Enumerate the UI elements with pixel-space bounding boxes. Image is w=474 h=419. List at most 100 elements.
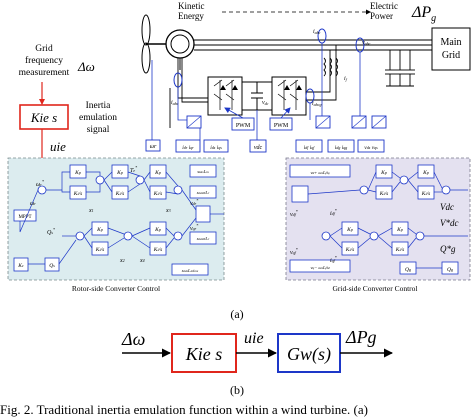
- svg-text:x1: x1: [88, 208, 94, 214]
- svg-text:PWM: PWM: [236, 123, 251, 129]
- svg-text:Ki/s: Ki/s: [421, 191, 430, 197]
- grid-frequency-label-2: frequency: [25, 55, 63, 66]
- v-dc-top-label: vdc: [262, 100, 269, 106]
- main-grid-label-2: Grid: [442, 50, 460, 61]
- svg-text:sωsσLr: sωsσLr: [197, 190, 210, 195]
- inertia-emulation-label-3: signal: [87, 125, 110, 135]
- dfig-generator-icon: [165, 29, 195, 70]
- rotor-current-block: idr iqr: [175, 139, 201, 153]
- delta-p-label: ΔPg: [411, 4, 436, 24]
- svg-text:ωr: ωr: [150, 144, 157, 150]
- grid-frequency-label: Grid: [35, 44, 53, 54]
- svg-text:V*dc: V*dc: [440, 218, 459, 228]
- svg-text:vdr*: vdr*: [190, 198, 198, 207]
- svg-text:Ki/s: Ki/s: [95, 247, 104, 253]
- grid-sensor-labels: idf iqf idg iqg vds vqs: [304, 145, 378, 151]
- i-abc-rotor-label: iabc: [171, 100, 179, 106]
- svg-text:ωr*: ωr*: [36, 179, 44, 188]
- grid-block-labels: vd+ ωsLfiq Kp Kp Ki/s Ki/s Kp Kp Ki/s Ki…: [311, 170, 453, 273]
- svg-text:Ki/s: Ki/s: [345, 247, 354, 253]
- sensor-block-omega: ωr: [145, 139, 161, 152]
- kinetic-energy-label-2: Energy: [178, 11, 204, 21]
- svg-text:Vdc: Vdc: [440, 202, 454, 212]
- svg-text:Qg: Qg: [447, 267, 453, 273]
- grid-small-labels: Vdc V*dc Q*g idf* iqf* vdf* vqf*: [290, 202, 459, 264]
- v-abc-label: vabc: [362, 40, 371, 46]
- pwm-block-2: PWM: [269, 117, 293, 131]
- pwm-block-1: PWM: [231, 117, 255, 131]
- kie-block-label: Kie s: [30, 110, 57, 125]
- svg-text:Qs*: Qs*: [47, 227, 55, 236]
- svg-text:Te*: Te*: [130, 165, 137, 174]
- svg-text:idf iqf: idf iqf: [304, 145, 316, 151]
- rotor-side-control-label: Rotor-side Converter Control: [72, 284, 160, 293]
- grid-sensor-diagonals: [315, 115, 387, 129]
- rotor-side-converter-icon: [207, 76, 243, 116]
- svg-text:Ki/s: Ki/s: [379, 191, 388, 197]
- svg-text:Qg: Qg: [405, 267, 411, 273]
- main-grid-label: Main: [440, 37, 461, 48]
- rotor-signal-wires: [19, 171, 224, 265]
- vdc-sensor-block: vdc: [249, 139, 267, 153]
- svg-text:iqf*: iqf*: [330, 255, 337, 264]
- svg-text:Kp: Kp: [116, 170, 123, 176]
- svg-text:Kp: Kp: [422, 170, 429, 176]
- kinetic-energy-label: Kinetic: [178, 1, 205, 11]
- kie-block: [19, 104, 69, 130]
- pwm-2-wire: [280, 107, 291, 119]
- svg-text:Ki/s: Ki/s: [115, 191, 124, 197]
- electric-power-label: Electric: [370, 1, 398, 11]
- svg-text:x3: x3: [165, 208, 171, 214]
- svg-text:ids iqs: ids iqs: [210, 145, 222, 151]
- svg-text:Kc: Kc: [17, 263, 24, 269]
- grid-signal-wires: [307, 171, 468, 269]
- part-a-label: (a): [230, 307, 243, 321]
- i-abc-stator-label: iabc: [313, 29, 321, 35]
- svg-text:Kp: Kp: [96, 227, 103, 233]
- svg-text:Kp: Kp: [154, 227, 161, 233]
- b-output-label: ΔPg: [345, 327, 377, 347]
- svg-text:Kp: Kp: [396, 227, 403, 233]
- svg-text:MPPT: MPPT: [18, 215, 31, 220]
- svg-text:vdc: vdc: [254, 145, 263, 151]
- svg-text:Ki/s: Ki/s: [153, 247, 162, 253]
- svg-text:Ki/s: Ki/s: [73, 191, 82, 197]
- svg-text:Kp: Kp: [346, 227, 353, 233]
- svg-text:sωsσLr: sωsσLr: [197, 236, 210, 241]
- part-b-label: (b): [230, 383, 244, 397]
- svg-text:x4: x4: [139, 258, 145, 264]
- svg-text:vdf*: vdf*: [290, 209, 298, 218]
- rotor-control-blocks: [13, 164, 217, 276]
- b-kie-label: Kie s: [185, 344, 223, 364]
- b-kie-block: [171, 333, 237, 373]
- electric-power-label-2: Power: [370, 11, 393, 21]
- pwm-1-wire: [224, 107, 244, 119]
- sensor-wires: [151, 43, 361, 140]
- svg-text:vqf*: vqf*: [290, 247, 298, 256]
- b-input-label: Δω: [121, 329, 145, 349]
- delta-omega-label: Δω: [77, 59, 95, 74]
- stator-bus-lines: [194, 39, 432, 51]
- b-uie-label: uie: [244, 330, 264, 347]
- filter-inductor-icon: [323, 57, 338, 77]
- figure-caption: Fig. 2. Traditional inertia emulation fu…: [0, 402, 368, 417]
- svg-text:ωr: ωr: [30, 201, 36, 207]
- svg-text:vqr*: vqr*: [190, 223, 198, 232]
- inertia-emulation-label: Inertia: [86, 101, 112, 111]
- svg-text:Q*g: Q*g: [440, 244, 456, 254]
- grid-side-control-label: Grid-side Converter Control: [333, 284, 418, 293]
- svg-text:x2: x2: [119, 258, 125, 264]
- svg-text:vds vqs: vds vqs: [364, 145, 378, 151]
- svg-text:idg iqg: idg iqg: [335, 145, 347, 151]
- svg-text:Kp: Kp: [74, 170, 81, 176]
- svg-text:sωsLmims: sωsLmims: [182, 268, 199, 273]
- svg-text:idr iqr: idr iqr: [182, 145, 194, 151]
- svg-text:sωsLm: sωsLm: [197, 169, 209, 174]
- b-gw-block: [277, 333, 341, 373]
- u-ie-label: uie: [50, 139, 66, 154]
- svg-text:Kp: Kp: [154, 170, 161, 176]
- grid-frequency-label-3: measurement: [19, 68, 70, 78]
- svg-text:Ki/s: Ki/s: [395, 247, 404, 253]
- svg-text:Kp: Kp: [380, 170, 387, 176]
